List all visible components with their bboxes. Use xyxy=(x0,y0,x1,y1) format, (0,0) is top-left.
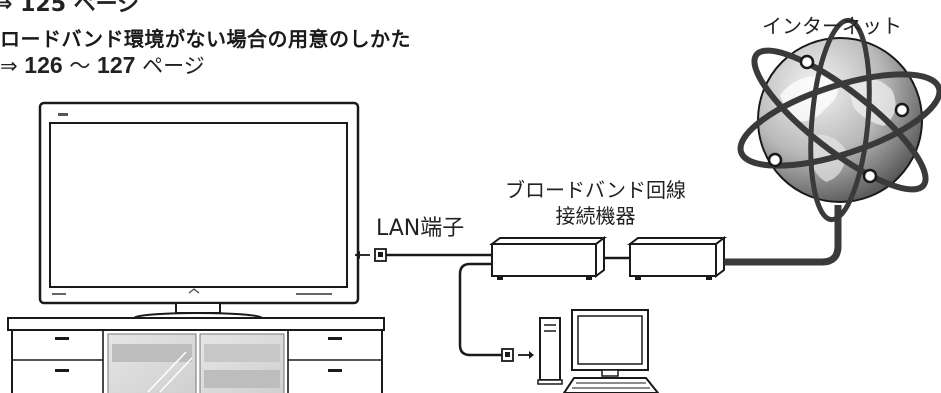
reference-page-end: 127 xyxy=(97,52,136,78)
label-internet: インターネット xyxy=(762,14,902,38)
pc-keyboard xyxy=(562,377,660,393)
reference-tilde: ～ xyxy=(69,54,91,78)
television xyxy=(38,101,360,324)
reference-arrow: ⇒ xyxy=(0,54,18,78)
tv-cabinet xyxy=(7,317,385,393)
modem xyxy=(627,236,727,280)
label-broadband-device: ブロードバンド回線 接続機器 xyxy=(505,177,686,229)
lan-port-pc xyxy=(501,348,534,362)
broadband-router xyxy=(489,236,607,280)
internet-line xyxy=(724,205,842,266)
header-partial-reference: ⇒ 125 ページ xyxy=(0,0,140,17)
lan-port-tv xyxy=(355,248,387,262)
pc-tower xyxy=(537,317,563,385)
internet-globe-icon xyxy=(737,17,941,223)
pc-monitor xyxy=(571,309,649,377)
section-title: ロードバンド環境がない場合の用意のしかた xyxy=(0,27,411,51)
label-broadband-line2: 接続機器 xyxy=(555,204,636,228)
lan-cable-pc xyxy=(458,262,502,357)
reference-suffix: ページ xyxy=(142,54,205,78)
label-broadband-line1: ブロードバンド回線 xyxy=(505,178,686,202)
page-reference: ⇒ 126 ～ 127 ページ xyxy=(0,50,205,80)
reference-page-start: 126 xyxy=(24,52,63,78)
label-lan-port: LAN端子 xyxy=(376,216,465,241)
